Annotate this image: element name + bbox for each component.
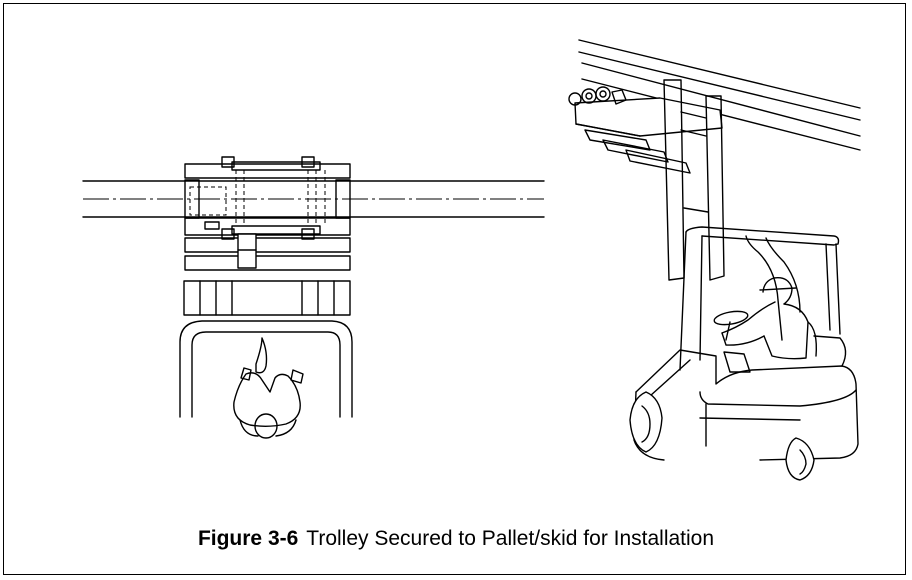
trolley-on-pallet <box>568 86 723 174</box>
operator-perspective <box>713 277 818 373</box>
forklift-body <box>633 335 859 461</box>
fork-plates <box>184 163 351 271</box>
operator-top-view <box>233 337 304 439</box>
overhead-beam <box>578 39 861 151</box>
top-view-drawing <box>82 156 545 439</box>
figure-number: Figure 3-6 <box>197 527 299 550</box>
figure-frame <box>3 3 906 575</box>
beam-lines-top-view <box>82 180 545 218</box>
forklift-body-top-view <box>179 320 353 418</box>
trolley-top-view <box>189 156 326 269</box>
forklift-wheels <box>629 391 815 481</box>
mast-top-view <box>183 280 351 316</box>
perspective-view-drawing <box>568 39 861 481</box>
figure-title: Trolley Secured to Pallet/skid for Insta… <box>306 527 715 550</box>
figure-caption: Figure 3-6 Trolley Secured to Pallet/skid… <box>0 527 912 551</box>
